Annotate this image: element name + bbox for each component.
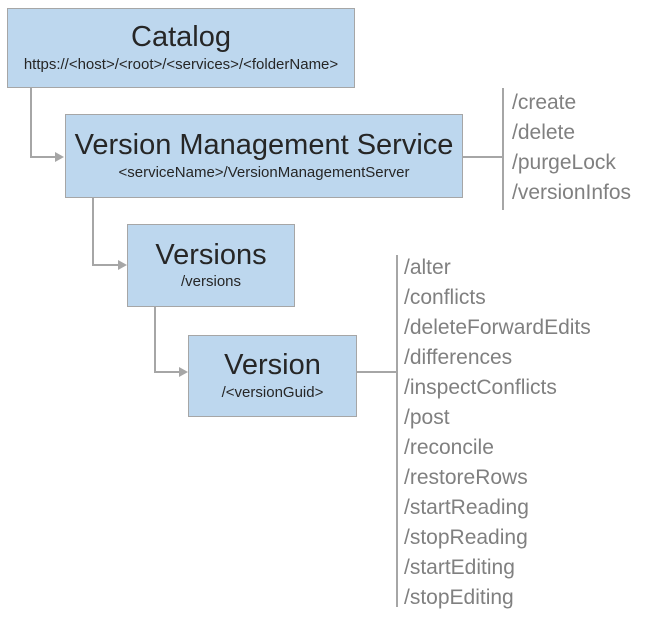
node-catalog-title: Catalog: [131, 21, 231, 54]
connector-vms-to-operations: [463, 88, 504, 210]
node-version-management-service: Version Management Service <serviceName>…: [65, 114, 463, 198]
operation-item: /stopEditing: [404, 586, 514, 609]
operation-item: /alter: [404, 256, 451, 279]
operations-list-version-management-service: /create/delete/purgeLock/versionInfos: [512, 88, 631, 208]
connector-version-to-operations: [357, 255, 398, 607]
operation-item: /stopReading: [404, 526, 528, 549]
operation-item: /deleteForwardEdits: [404, 316, 591, 339]
node-versions-url: /versions: [180, 273, 242, 291]
operations-list-version: /alter/conflicts/deleteForwardEdits/diff…: [404, 253, 591, 613]
operation-item: /restoreRows: [404, 466, 528, 489]
operation-item: /create: [512, 91, 577, 114]
operation-item: /purgeLock: [512, 151, 616, 174]
node-version-management-service-title: Version Management Service: [74, 129, 454, 162]
operation-item: /differences: [404, 346, 513, 369]
connector-versions-to-version: [154, 307, 188, 377]
operation-item: /versionInfos: [512, 181, 632, 204]
operation-item: /delete: [512, 121, 576, 144]
node-catalog-url: https://<host>/<root>/<services>/<folder…: [23, 55, 339, 73]
operation-item: /reconcile: [404, 436, 494, 459]
node-versions: Versions /versions: [127, 224, 295, 307]
operation-item: /inspectConflicts: [404, 376, 557, 399]
node-version: Version /<versionGuid>: [188, 335, 357, 417]
connector-catalog-to-vms: [30, 88, 64, 162]
operation-item: /conflicts: [404, 286, 486, 309]
node-version-management-service-url: <serviceName>/VersionManagementServer: [118, 163, 410, 181]
node-versions-title: Versions: [155, 238, 267, 271]
operation-item: /startReading: [404, 496, 529, 519]
connector-vms-to-versions: [92, 198, 127, 270]
node-catalog: Catalog https://<host>/<root>/<services>…: [7, 8, 355, 88]
node-version-url: /<versionGuid>: [221, 383, 324, 401]
operation-item: /startEditing: [404, 556, 515, 579]
node-version-title: Version: [224, 349, 321, 382]
operation-item: /post: [404, 406, 450, 429]
